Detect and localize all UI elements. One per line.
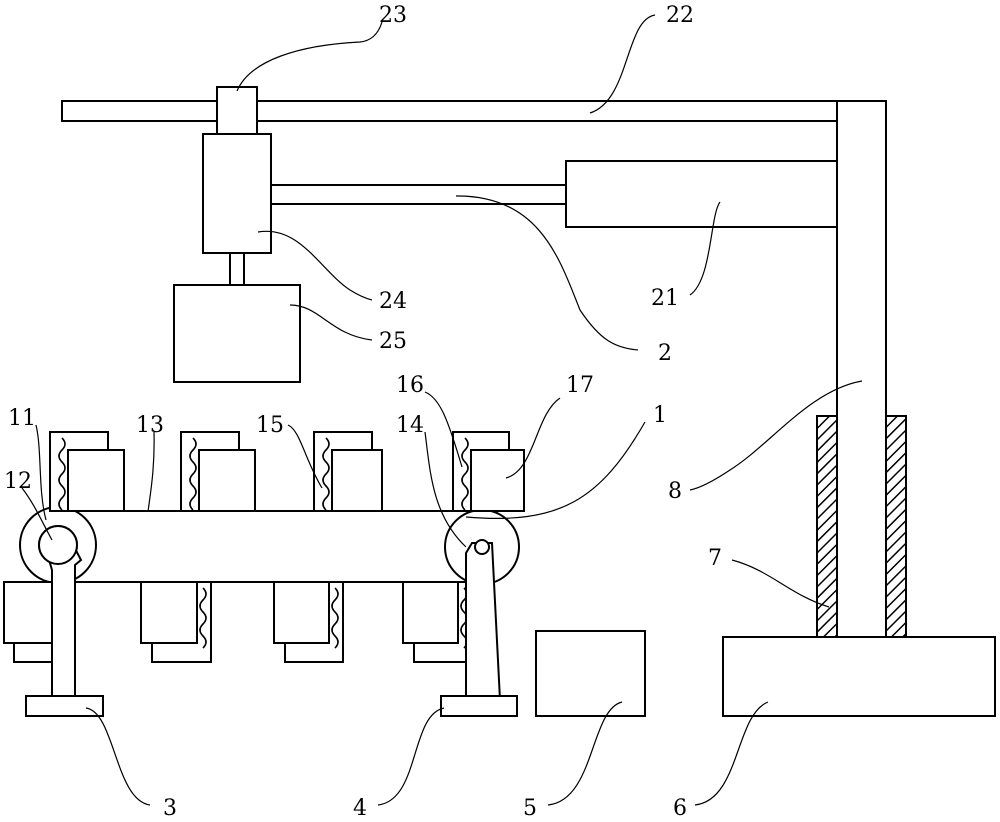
left-roller-axle — [38, 525, 78, 565]
label-7: 7 — [708, 546, 722, 571]
leader-25 — [289, 304, 373, 341]
leader-3 — [85, 707, 151, 806]
fixture-bottom-3 — [273, 581, 344, 663]
fixture-top-3 — [313, 431, 383, 512]
label-2: 2 — [658, 341, 672, 366]
label-17: 17 — [566, 373, 594, 398]
sleeve-right — [885, 415, 907, 638]
label-5: 5 — [523, 796, 537, 821]
collection-box — [535, 630, 646, 717]
leader-14 — [424, 431, 467, 548]
label-1: 1 — [653, 403, 667, 428]
leader-13 — [147, 431, 155, 513]
label-25: 25 — [379, 329, 407, 354]
label-12: 12 — [4, 469, 32, 494]
leader-15 — [287, 424, 323, 489]
motor-shaft — [229, 252, 245, 286]
column — [836, 100, 887, 638]
leader-22 — [589, 14, 656, 114]
fixture-top-1 — [49, 431, 125, 512]
label-16: 16 — [396, 373, 424, 398]
cylinder-body — [565, 160, 838, 228]
leader-1 — [465, 421, 646, 520]
leader-2 — [455, 195, 639, 351]
leader-6 — [694, 701, 769, 806]
slider-block — [216, 86, 258, 135]
leader-16 — [424, 391, 463, 468]
press-block — [173, 284, 301, 383]
leader-17 — [505, 397, 561, 479]
label-8: 8 — [668, 479, 682, 504]
fixture-bottom-2 — [140, 581, 212, 663]
fixture-top-2 — [180, 431, 256, 512]
label-13: 13 — [136, 413, 164, 438]
label-23: 23 — [379, 3, 407, 28]
leader-5 — [547, 701, 623, 806]
top-rail — [61, 100, 838, 122]
conveyor-belt — [57, 510, 487, 583]
leader-7 — [731, 559, 830, 608]
label-22: 22 — [666, 3, 694, 28]
label-15: 15 — [256, 413, 284, 438]
piston-rod — [270, 184, 567, 205]
label-14: 14 — [396, 413, 424, 438]
right-support-foot — [440, 695, 518, 717]
leader-24 — [257, 230, 373, 301]
leader-21 — [689, 201, 721, 296]
label-24: 24 — [379, 289, 407, 314]
label-21: 21 — [651, 286, 679, 311]
fixture-bottom-4 — [402, 581, 473, 663]
label-11: 11 — [8, 406, 36, 431]
label-6: 6 — [673, 796, 687, 821]
label-3: 3 — [163, 796, 177, 821]
right-roller-axle — [474, 539, 490, 555]
leader-23 — [236, 21, 383, 92]
fixture-top-4 — [452, 431, 525, 512]
base-block — [722, 636, 996, 717]
motor-body — [202, 133, 272, 254]
leader-8 — [689, 380, 863, 491]
left-support-foot — [25, 695, 104, 717]
leader-12 — [21, 487, 53, 541]
label-4: 4 — [353, 796, 367, 821]
leader-11 — [35, 424, 47, 521]
leader-4 — [377, 707, 445, 806]
